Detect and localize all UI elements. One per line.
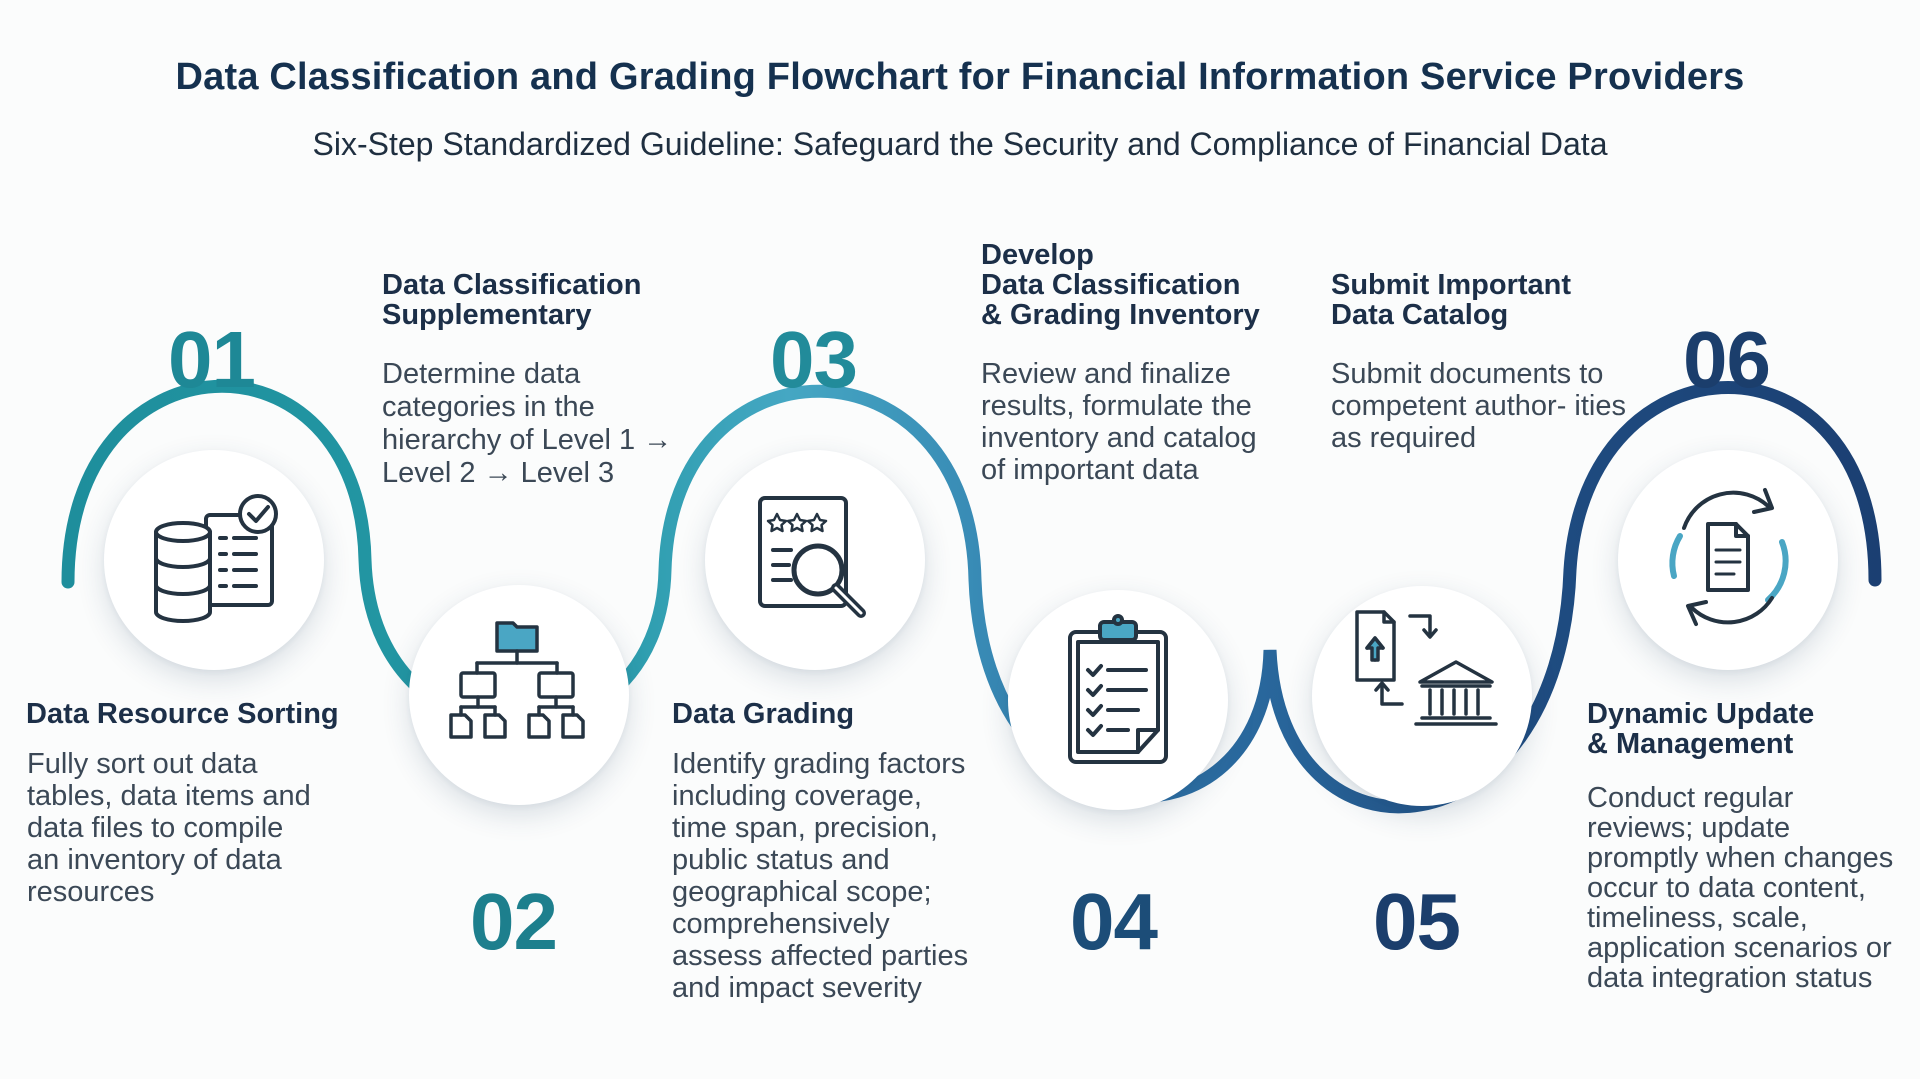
step-3-icon-circle [705,450,925,670]
step-5-description: Submit documents to competent author- it… [1331,358,1626,454]
hierarchy-folder-icon [449,621,585,739]
rated-document-magnifier-icon [758,496,866,618]
clipboard-checklist-icon [1068,614,1168,764]
step-3-title: Data Grading [672,698,855,730]
step-6-icon-circle [1618,450,1838,670]
step-4-title: Develop Data Classification & Grading In… [981,239,1260,331]
step-4-description: Review and finalize results, formulate t… [981,358,1257,486]
step-2-number: 02 [470,877,558,966]
step-1-number: 01 [168,315,256,404]
step-3-number: 03 [770,315,858,404]
upload-to-authority-icon [1355,610,1498,726]
step-6-number: 06 [1683,315,1771,404]
step-2-icon-circle [409,585,629,805]
step-6-description: Conduct regular reviews; update promptly… [1587,782,1894,994]
step-1-description: Fully sort out data tables, data items a… [27,748,311,908]
step-4-number: 04 [1070,877,1158,966]
step-2-description: Determine data categories in the hierarc… [382,358,673,489]
step-5-icon-circle [1312,586,1532,806]
step-3-description: Identify grading factors including cover… [672,748,969,1004]
step-2-title: Data Classification Supplementary [382,269,642,331]
page-subtitle: Six-Step Standardized Guideline: Safegua… [312,126,1608,162]
step-6-title: Dynamic Update & Management [1587,698,1815,760]
step-5-number: 05 [1373,877,1461,966]
database-checklist-icon [154,494,278,623]
cycle-document-icon [1669,488,1789,626]
step-5-title: Submit Important Data Catalog [1331,269,1572,331]
step-1-title: Data Resource Sorting [26,698,339,730]
step-4-icon-circle [1008,590,1228,810]
page-title: Data Classification and Grading Flowchar… [175,56,1745,98]
step-1-icon-circle [104,450,324,670]
